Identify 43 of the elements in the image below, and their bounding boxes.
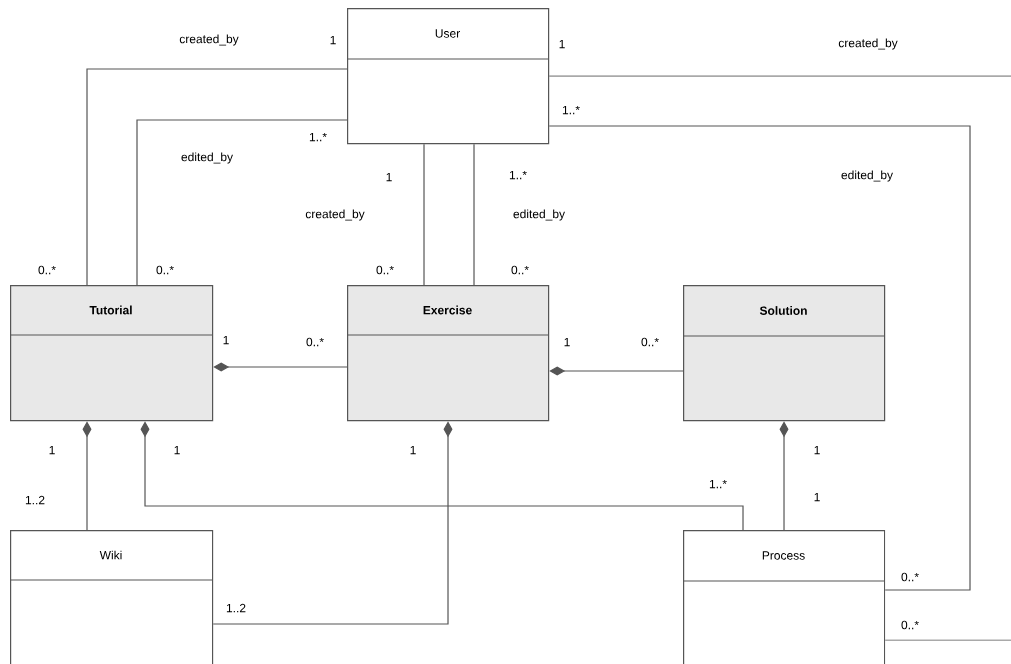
multiplicity-label: 1 [330,35,336,45]
multiplicity-label: 1..* [562,105,580,115]
class-box: User [346,8,550,145]
association-line [82,421,92,531]
association-line [779,421,789,531]
multiplicity-label: 1..* [509,170,527,180]
multiplicity-label: 1 [386,172,392,182]
association-line [423,143,425,286]
multiplicity-label: 1..* [309,132,327,142]
multiplicity-label: 0..* [901,620,919,630]
class-box: Tutorial [9,285,214,422]
association-line [548,125,971,591]
multiplicity-label: 1 [49,445,55,455]
role-label: edited_by [180,151,234,165]
multiplicity-label: 1 [814,445,820,455]
multiplicity-label: 0..* [306,337,324,347]
role-label: created_by [304,208,366,222]
class-box: Exercise [346,285,550,422]
multiplicity-label: 1..* [709,479,727,489]
association-line [86,68,348,286]
association-line [473,143,475,286]
class-box: Wiki [9,530,214,664]
association-line [136,119,348,286]
class-box: Process [682,530,886,664]
association-line [884,639,1011,641]
multiplicity-label: 0..* [641,337,659,347]
multiplicity-label: 1..2 [226,603,246,613]
multiplicity-label: 0..* [901,572,919,582]
multiplicity-label: 1 [564,337,570,347]
multiplicity-label: 1 [174,445,180,455]
multiplicity-label: 1 [814,492,820,502]
role-label: edited_by [512,208,567,222]
role-label: created_by [178,33,240,47]
class-box: Solution [682,285,886,422]
association-line [212,421,453,625]
multiplicity-label: 1..2 [25,495,45,505]
role-label: edited_by [840,169,895,183]
association-line [549,366,684,376]
role-label: created_by [837,37,899,51]
association-line [548,75,1011,77]
multiplicity-label: 1 [410,445,416,455]
association-line [140,421,744,531]
association-line [213,362,348,372]
